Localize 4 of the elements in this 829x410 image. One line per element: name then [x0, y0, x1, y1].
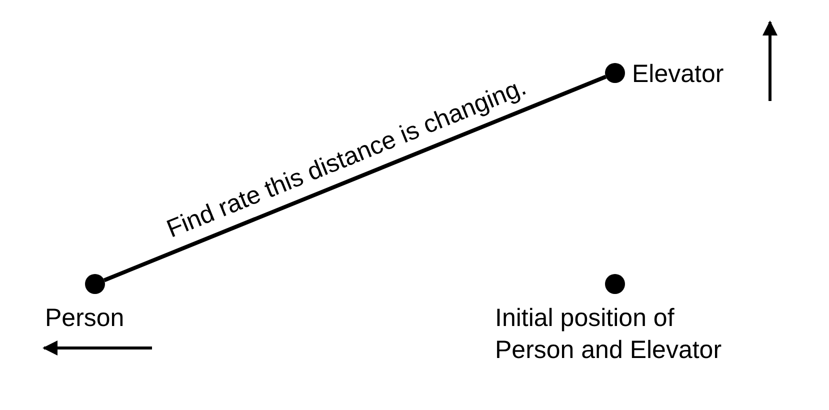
point-label: Initial position of Person and Elevator — [495, 303, 723, 366]
point-label: Elevator — [632, 59, 724, 90]
point-label: Person — [45, 303, 124, 334]
distance-line — [104, 74, 606, 282]
